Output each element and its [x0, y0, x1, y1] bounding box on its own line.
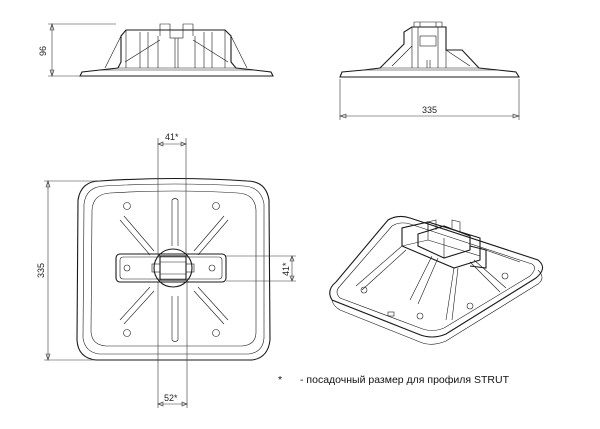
dimension-strut-bottom [157, 282, 188, 408]
dimension-height-plan [44, 180, 100, 361]
dimension-41-right-label: 41* [281, 262, 291, 276]
dimension-height-side [48, 23, 116, 77]
footnote-marker: * [278, 374, 283, 386]
dimension-strut-top [157, 138, 187, 256]
dimension-width-side [339, 79, 520, 120]
front-view [79, 23, 274, 77]
footnote: * - посадочный размер для профиля STRUT [278, 374, 509, 386]
footnote-text: - посадочный размер для профиля STRUT [300, 374, 510, 386]
dimension-52-label: 52* [164, 393, 178, 403]
dimension-96-label: 96 [38, 46, 48, 56]
dimension-41-top-label: 41* [165, 132, 179, 142]
dimension-335-label: 335 [422, 105, 437, 115]
dimension-strut-right [226, 255, 296, 282]
side-view [339, 21, 520, 78]
isometric-view [329, 215, 544, 345]
dimension-335-vertical-label: 335 [36, 263, 46, 278]
plan-view [76, 177, 271, 361]
